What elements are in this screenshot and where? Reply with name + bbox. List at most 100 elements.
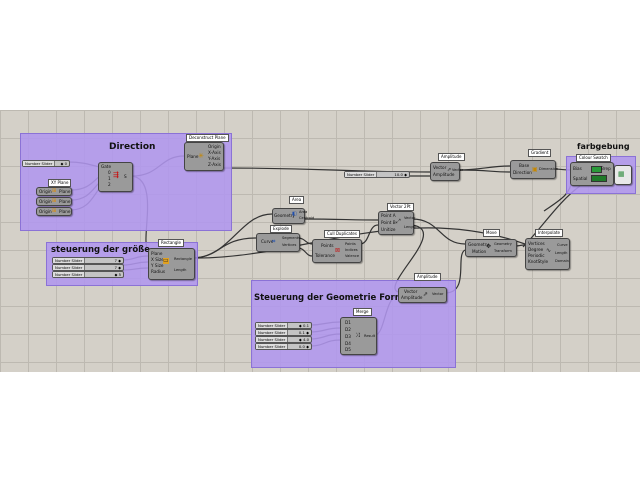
amplitude-tag-1: Amplitude — [438, 153, 465, 161]
input-d4: D4 — [345, 341, 351, 346]
move-tag: Move — [483, 229, 500, 237]
wire — [457, 169, 511, 173]
group-title-direction: Direction — [109, 142, 156, 152]
input-1: 1 — [108, 176, 111, 181]
xy-plane-node-2[interactable]: Origin ⊞ Plane — [36, 197, 72, 206]
output-plane: Plane — [59, 199, 71, 204]
interpolate-tag: Interpolate — [535, 229, 563, 237]
output-area: Area — [299, 210, 308, 214]
slider-value: ◆ 0 — [60, 161, 67, 166]
colour-node[interactable]: Bias Spatial Brep — [570, 162, 614, 186]
group-title-groesse: steuerung der größe — [51, 245, 151, 255]
input-point-b: Point B — [381, 220, 396, 225]
input-vector: Vector — [404, 289, 418, 294]
input-tolerance: Tolerance — [315, 253, 335, 258]
input-d5: D5 — [345, 347, 351, 352]
size-slider-1[interactable]: Number Slider 7 ◆ — [52, 257, 124, 264]
direction-slider[interactable]: Number Slider ◆ 0 — [22, 160, 70, 167]
input-point-a: Point A — [381, 213, 396, 218]
merge-slider-1[interactable]: Number Slider ◆ 0.1 — [255, 322, 312, 329]
input-knotstyle: KnotStyle — [528, 259, 549, 264]
output-vector: Vector — [404, 216, 416, 220]
output-vector: Vector — [432, 292, 444, 296]
output-length: Length — [555, 251, 568, 255]
input-amplitude: Amplitude — [401, 295, 423, 300]
wire — [359, 224, 379, 245]
rectangle-node[interactable]: Plane X Size Y Size Radius ▭ Rectangle L… — [148, 248, 195, 280]
slider-value: ◆ 0.1 — [298, 323, 309, 328]
slider-label: Number Slider — [256, 330, 289, 335]
slider-label: Number Slider — [23, 161, 56, 166]
output-y-axis: Y-Axis — [208, 156, 221, 161]
slider-label: Number Slider — [53, 258, 86, 263]
input-degree: Degree — [528, 247, 544, 252]
area-node[interactable]: Geometry ◧ Area Centroid — [272, 208, 314, 224]
vector-amplitude-icon: ⇗ — [423, 291, 429, 298]
slider-value: 7 ◆ — [114, 258, 121, 263]
output-segments: Segments — [282, 236, 301, 240]
colour-swatch-1[interactable] — [591, 166, 602, 173]
output-transform: Transform — [494, 249, 512, 253]
gradient-node[interactable]: Base Direction ▣ Dimension — [510, 160, 558, 179]
group-title-farbe: farbgebung — [577, 142, 630, 151]
move-node[interactable]: Geometry Motion ✥ Geometry Transform — [465, 239, 517, 257]
explode-tag: Explode — [270, 225, 292, 233]
amplitude-slider[interactable]: Number Slider 10.0 ◆ — [344, 171, 410, 178]
custom-preview-node[interactable]: ▦ — [614, 165, 632, 185]
stream-filter-icon: ⇶ — [113, 171, 119, 179]
deconstruct-plane-node[interactable]: Plane ✳ Origin X-Axis Y-Axis Z-Axis — [184, 142, 224, 171]
merge-slider-3[interactable]: Number Slider ◆ 4.0 — [255, 336, 312, 343]
input-d3: D3 — [345, 334, 351, 339]
preview-icon: ▦ — [618, 170, 625, 178]
output-x-axis: X-Axis — [208, 150, 221, 155]
merge-node[interactable]: D1 D2 D3 D4 D5 ⤨ Result — [340, 317, 377, 355]
xy-plane-node-1[interactable]: Origin ⊞ Plane — [36, 187, 72, 196]
cull-duplicates-node[interactable]: Points Tolerance ⊠ Points Indices Valenc… — [312, 239, 362, 263]
input-periodic: Periodic — [528, 253, 545, 258]
input-d2: D2 — [345, 327, 351, 332]
interpolate-node[interactable]: Vertices Degree Periodic KnotStyle ∿ Cur… — [525, 238, 570, 270]
gradient-icon: ▣ — [532, 166, 538, 173]
slider-value: ◆ 4.0 — [298, 337, 309, 342]
wire — [191, 213, 273, 259]
merge-slider-2[interactable]: Number Slider 0.1 ◆ — [255, 329, 312, 336]
slider-label: Number Slider — [256, 323, 289, 328]
output-vector: Vector — [452, 168, 464, 172]
amplitude-node-2[interactable]: Vector Amplitude ⇗ Vector — [398, 287, 447, 303]
merge-icon: ⤨ — [355, 332, 360, 339]
size-slider-3[interactable]: Number Slider ◆ 5 — [52, 271, 124, 278]
vector2pt-tag: Vector 2Pt — [387, 203, 414, 211]
area-icon: ◧ — [292, 211, 297, 217]
cull-tag: Cull Duplicates — [324, 230, 360, 238]
input-gate: Gate — [101, 164, 112, 169]
deconstruct-tag: Deconstruct Plane — [186, 134, 229, 142]
output-geometry: Geometry — [494, 242, 512, 246]
input-direction: Direction — [513, 170, 532, 175]
amplitude-node-1[interactable]: Vector Amplitude ⇗ Vector — [430, 162, 464, 181]
wire — [297, 247, 313, 257]
input-plane: Plane — [151, 251, 163, 256]
merge-slider-4[interactable]: Number Slider 0.0 ◆ — [255, 343, 312, 350]
wire — [411, 218, 466, 245]
slider-label: Number Slider — [256, 337, 289, 342]
input-amplitude: Amplitude — [433, 172, 455, 177]
xy-plane-icon: ⊞ — [52, 188, 57, 194]
output-z-axis: Z-Axis — [208, 162, 221, 167]
output-vertices: Vertices — [282, 243, 297, 247]
yz-plane-icon: ⊞ — [52, 208, 57, 214]
slider-value: 7 ◆ — [114, 265, 121, 270]
vector-2pt-icon: ⤢ — [396, 218, 401, 225]
colour-swatch-2[interactable] — [591, 175, 607, 182]
grasshopper-canvas[interactable]: Direction steuerung der größe Steuerung … — [0, 110, 640, 372]
xy-plane-node-3[interactable]: Origin ⊞ Plane — [36, 207, 72, 216]
size-slider-2[interactable]: Number Slider 7 ◆ — [52, 264, 124, 271]
stream-filter-node[interactable]: Gate 0 1 2 ⇶ S — [98, 162, 133, 192]
explode-node[interactable]: Curve ⌗ Segments Vertices — [256, 233, 300, 252]
input-base: Base — [519, 163, 530, 168]
colour-tag: Colour Swatch — [576, 154, 611, 162]
xy-plane-tag: XY Plane — [48, 179, 72, 187]
output-s: S — [124, 174, 127, 179]
slider-value: 10.0 ◆ — [394, 172, 407, 177]
input-unitize: Unitize — [381, 227, 396, 232]
vector-2pt-node[interactable]: Point A Point B Unitize ⤢ Vector Length — [378, 211, 416, 235]
